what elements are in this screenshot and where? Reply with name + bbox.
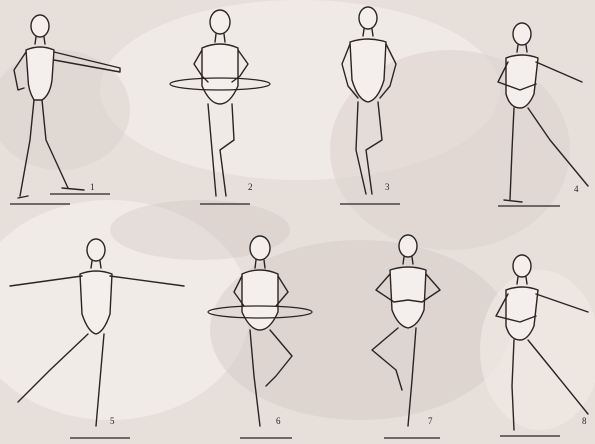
figure-1 [0, 0, 140, 212]
figure-6 [200, 226, 320, 444]
figure-5-label: 5 [110, 416, 115, 426]
figure-3-label: 3 [385, 182, 390, 192]
figure-4-label: 4 [574, 184, 579, 194]
figure-5 [0, 230, 190, 444]
figure-7-label: 7 [428, 416, 433, 426]
figure-8-label: 8 [582, 416, 587, 426]
figure-3 [320, 0, 440, 212]
figure-6-label: 6 [276, 416, 281, 426]
figure-1-label: 1 [90, 182, 95, 192]
figure-4 [470, 10, 595, 212]
figure-2-label: 2 [248, 182, 253, 192]
figure-2 [160, 0, 290, 212]
figure-7 [350, 230, 470, 444]
figure-8 [480, 246, 595, 444]
